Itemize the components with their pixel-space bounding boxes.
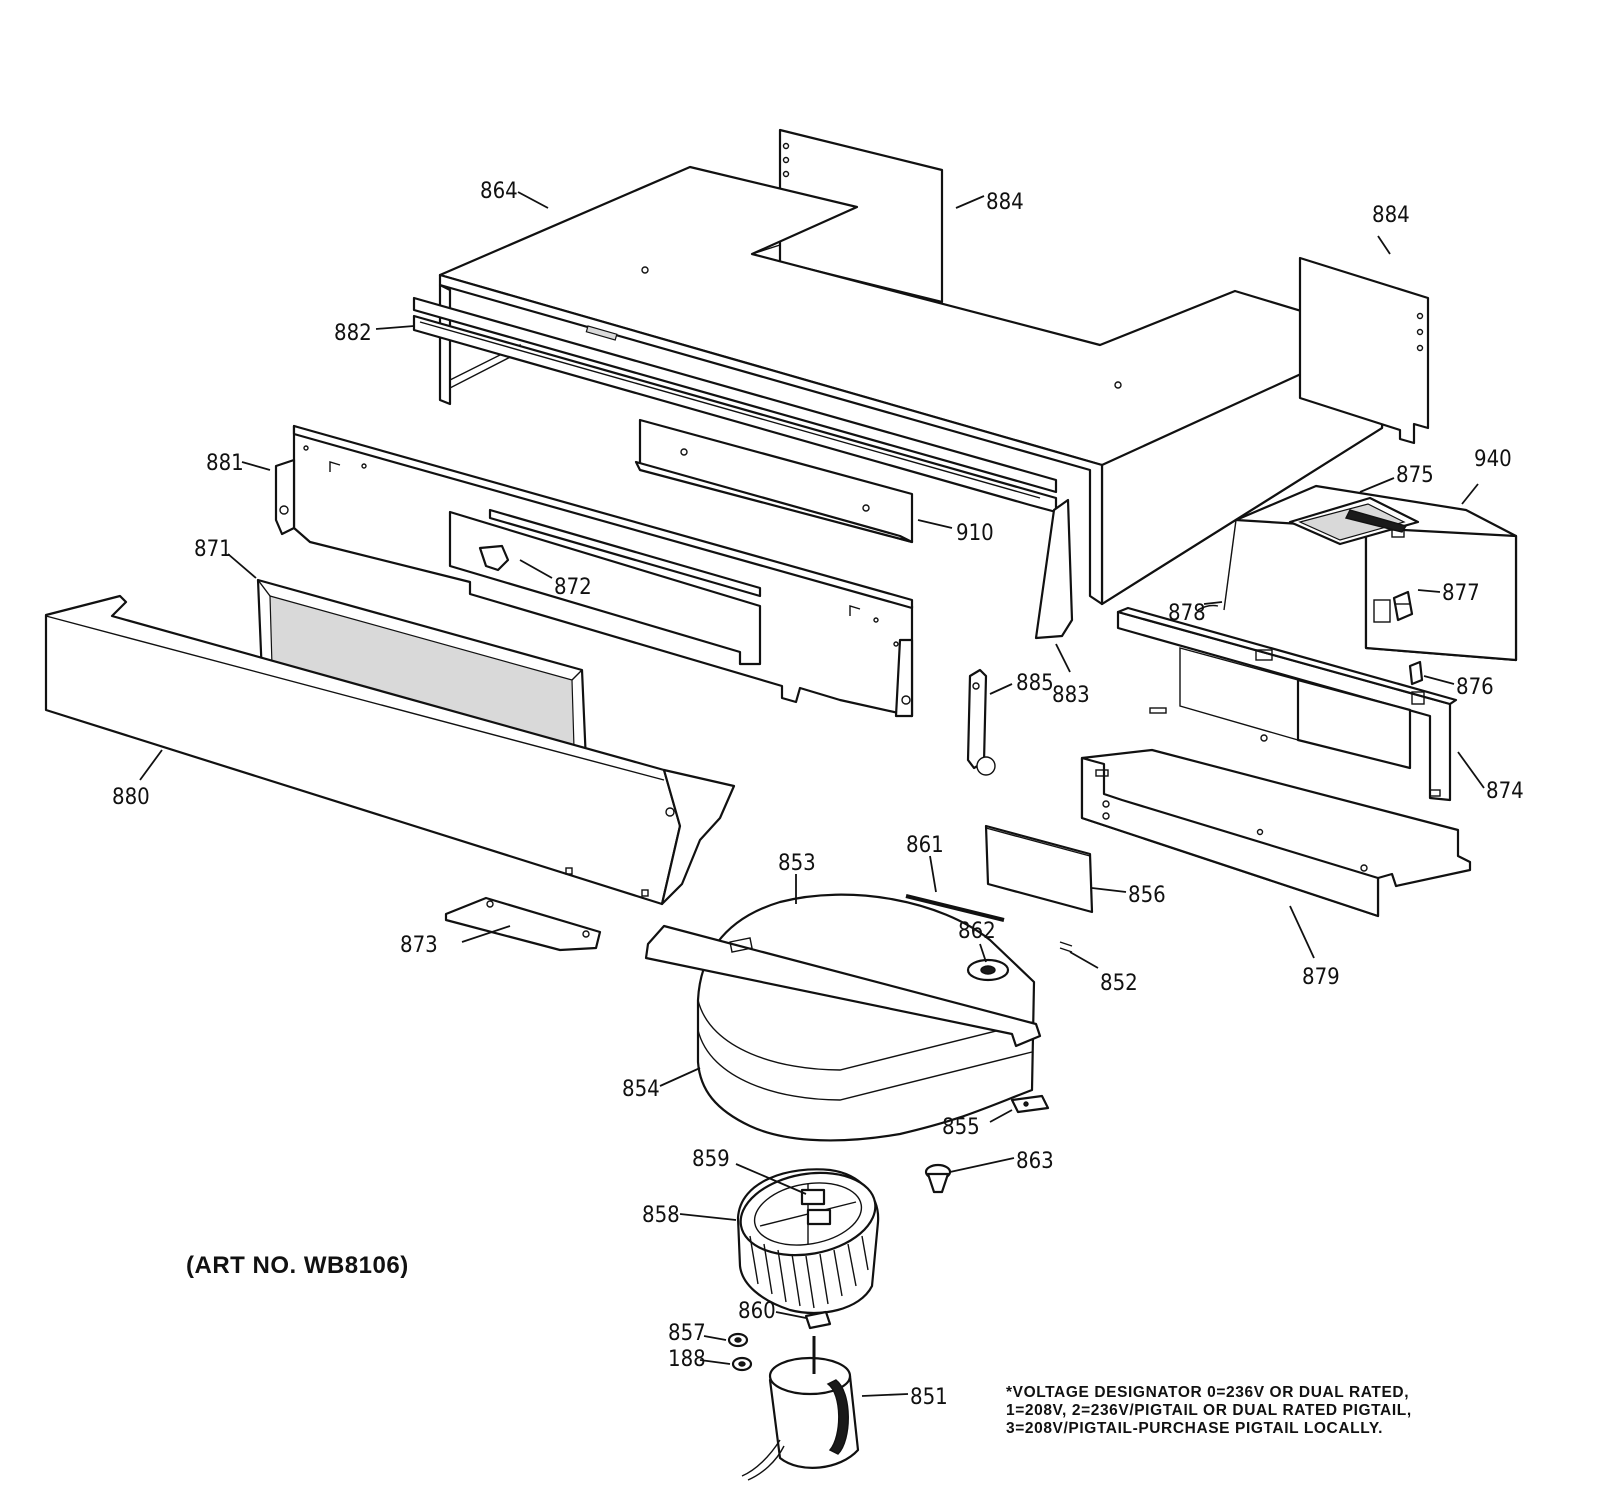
- callout-860: 860: [738, 1299, 776, 1324]
- part-910-bracket: [634, 418, 914, 544]
- callout-854: 854: [622, 1077, 660, 1102]
- art-number-label: (ART NO. WB8106): [186, 1252, 409, 1279]
- part-858-blower-wheel: [736, 1168, 880, 1314]
- callout-883: 883: [1052, 683, 1090, 708]
- callout-188: 188: [668, 1347, 706, 1372]
- callout-910: 910: [956, 521, 994, 546]
- callout-851: 851: [910, 1385, 948, 1410]
- callout-940: 940: [1474, 447, 1512, 472]
- callout-880: 880: [112, 785, 150, 810]
- callout-857: 857: [668, 1321, 706, 1346]
- part-874-duct-adapter: [1116, 606, 1458, 802]
- part-885-hinge: [966, 668, 996, 776]
- callout-leaders: [139, 191, 1485, 1397]
- part-872-inner-panel: [448, 508, 762, 666]
- part-851-motor: [741, 1336, 860, 1481]
- part-853-mounting-bracket: [644, 924, 1042, 1048]
- callout-861: 861: [906, 833, 944, 858]
- part-879-bottom-channel: [1080, 748, 1472, 918]
- part-855-clip: [1010, 1094, 1050, 1114]
- voltage-designator-note: *VOLTAGE DESIGNATOR 0=236V OR DUAL RATED…: [1006, 1384, 1566, 1438]
- part-862-grommet: [966, 958, 1010, 982]
- part-877-switch: [1392, 590, 1414, 622]
- callout-879: 879: [1302, 965, 1340, 990]
- voltage-note-line-3: 3=208V/PIGTAIL-PURCHASE PIGTAIL LOCALLY.: [1006, 1420, 1383, 1437]
- part-873-bracket: [444, 896, 602, 952]
- part-940-duct-housing: [1223, 484, 1518, 662]
- callout-884-right: 884: [1372, 203, 1410, 228]
- callout-855: 855: [942, 1115, 980, 1140]
- callout-858: 858: [642, 1203, 680, 1228]
- callout-875: 875: [1396, 463, 1434, 488]
- part-882-front-rail: [412, 296, 1058, 514]
- callout-856: 856: [1128, 883, 1166, 908]
- voltage-note-line-1: *VOLTAGE DESIGNATOR 0=236V OR DUAL RATED…: [1006, 1384, 1410, 1401]
- part-188-washer: [731, 1356, 753, 1372]
- callout-877: 877: [1442, 581, 1480, 606]
- callout-852: 852: [1100, 971, 1138, 996]
- part-884-side-panel-right: [1298, 256, 1430, 445]
- part-876-clip: [1408, 660, 1424, 686]
- callout-labels: 864 884 884 882 881 871 872 910 875 940 …: [112, 179, 1524, 1410]
- callout-881: 881: [206, 451, 244, 476]
- part-880-front-trim: [44, 594, 736, 906]
- callout-871: 871: [194, 537, 232, 562]
- voltage-note-line-2: 1=208V, 2=236V/PIGTAIL OR DUAL RATED PIG…: [1006, 1402, 1412, 1419]
- callout-884-left: 884: [986, 190, 1024, 215]
- callout-862: 862: [958, 919, 996, 944]
- part-856-cover-plate: [984, 824, 1094, 914]
- callout-859: 859: [692, 1147, 730, 1172]
- callout-882: 882: [334, 321, 372, 346]
- part-875-mounting-plate: [1344, 509, 1408, 533]
- part-863-bushing: [924, 1163, 952, 1194]
- callout-872: 872: [554, 575, 592, 600]
- callout-885: 885: [1016, 671, 1054, 696]
- part-871-filter: [256, 578, 588, 764]
- callout-878: 878: [1168, 601, 1206, 626]
- callout-874: 874: [1486, 779, 1524, 804]
- part-860-clamp: [804, 1310, 832, 1330]
- callout-853: 853: [778, 851, 816, 876]
- part-857-nut: [727, 1332, 749, 1348]
- part-861-rod: [905, 894, 1005, 922]
- callout-873: 873: [400, 933, 438, 958]
- callout-864: 864: [480, 179, 518, 204]
- part-852-spacer: [1059, 941, 1073, 953]
- part-878-wire: [1197, 604, 1219, 611]
- part-883-filler: [1034, 498, 1074, 640]
- callout-863: 863: [1016, 1149, 1054, 1174]
- callout-876: 876: [1456, 675, 1494, 700]
